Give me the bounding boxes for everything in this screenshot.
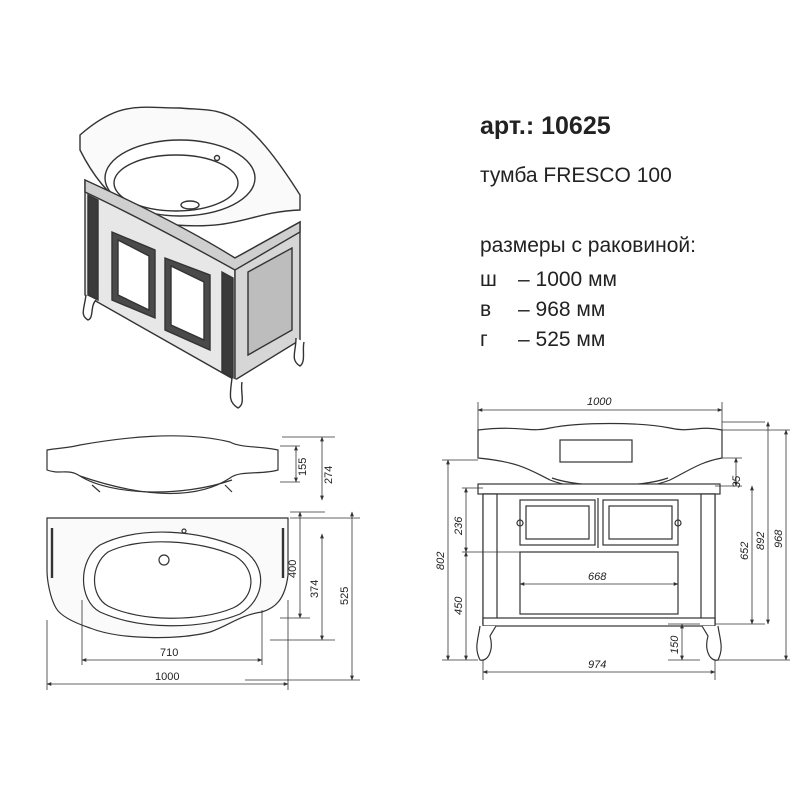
dim-label-652: 652 xyxy=(739,542,751,560)
dim-label-274: 274 xyxy=(323,466,335,484)
front-elevation-view xyxy=(476,422,723,661)
dim-label-802: 802 xyxy=(435,552,447,570)
dim-height-key: в xyxy=(480,298,492,321)
article-number: арт.: 10625 xyxy=(480,112,611,140)
sink-side-view xyxy=(46,435,335,501)
dimensions-header: размеры с раковиной: xyxy=(480,234,696,257)
dim-label-710: 710 xyxy=(160,647,178,659)
dim-width-key: ш xyxy=(480,268,497,291)
dim-label-974: 974 xyxy=(588,659,606,671)
dim-height-value: – 968 мм xyxy=(518,298,606,321)
model-name: тумба FRESCO 100 xyxy=(480,164,672,187)
dim-depth-value: – 525 мм xyxy=(518,328,606,351)
sink-top-view xyxy=(46,511,360,690)
dim-label-35: 35 xyxy=(731,475,743,488)
dim-height-row: в – 968 мм xyxy=(480,298,605,322)
front-elevation-dimensions xyxy=(442,402,790,680)
dim-label-1000-top: 1000 xyxy=(587,396,612,408)
dim-label-374: 374 xyxy=(309,580,321,598)
dim-label-400: 400 xyxy=(287,560,299,578)
dim-label-968: 968 xyxy=(773,529,785,548)
dim-label-450: 450 xyxy=(453,596,465,615)
dim-label-155: 155 xyxy=(297,458,309,476)
dim-label-1000-bottom: 1000 xyxy=(155,671,179,683)
dim-label-668: 668 xyxy=(588,571,607,583)
dim-label-525: 525 xyxy=(339,587,351,605)
dim-width-value: – 1000 мм xyxy=(518,268,617,291)
dim-label-150: 150 xyxy=(669,635,681,654)
dim-depth-key: г xyxy=(480,328,488,351)
cabinet-perspective-illustration xyxy=(79,106,305,409)
dim-depth-row: г – 525 мм xyxy=(480,328,605,352)
dim-label-236: 236 xyxy=(453,516,465,536)
dim-width-row: ш – 1000 мм xyxy=(480,268,617,292)
dim-label-892: 892 xyxy=(755,532,767,550)
